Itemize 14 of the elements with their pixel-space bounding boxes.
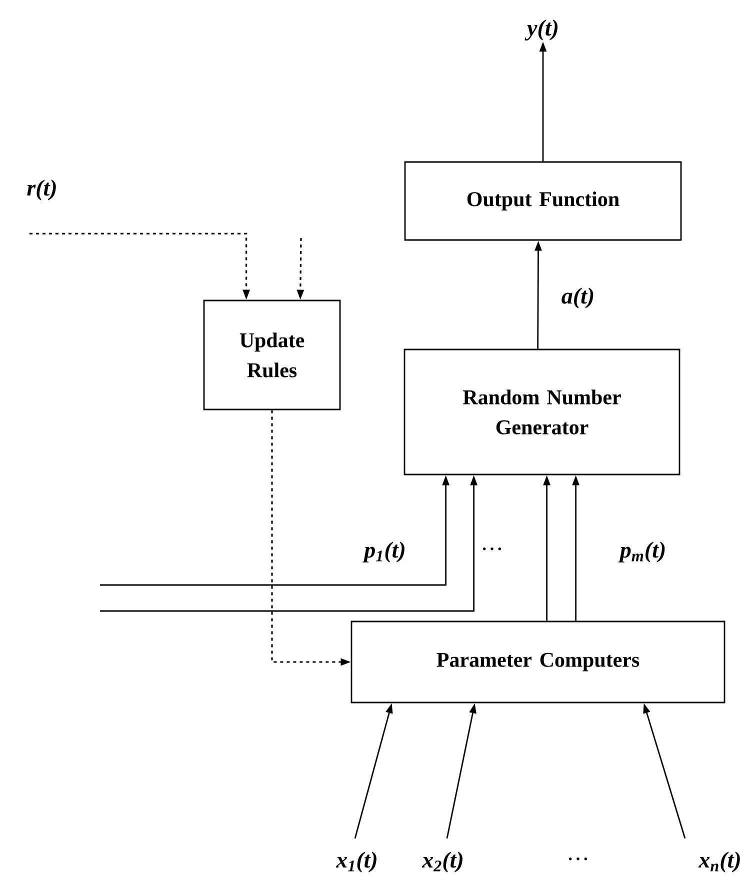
ellipsis: ···: [569, 858, 588, 860]
ellipsis: ···: [483, 548, 502, 550]
signal-label: x$_{2}$(t): [422, 852, 462, 872]
edge-label: p$_{m}$(t): [618, 540, 668, 564]
signal-label: x$_{n}$(t): [698, 852, 740, 872]
process-box: Update Rules: [203, 300, 341, 410]
process-box: Parameter Computers: [350, 620, 726, 704]
edge-label: p$_{1}$(t): [362, 540, 407, 564]
process-box: Random Number Generator: [404, 348, 680, 476]
edge-label: a(t): [560, 286, 596, 310]
signal-label: r(t): [27, 180, 56, 200]
process-box: Output Function: [404, 161, 682, 241]
signal-label: x$_{1}$(t): [336, 852, 376, 872]
signal-label: y(t): [524, 20, 558, 40]
